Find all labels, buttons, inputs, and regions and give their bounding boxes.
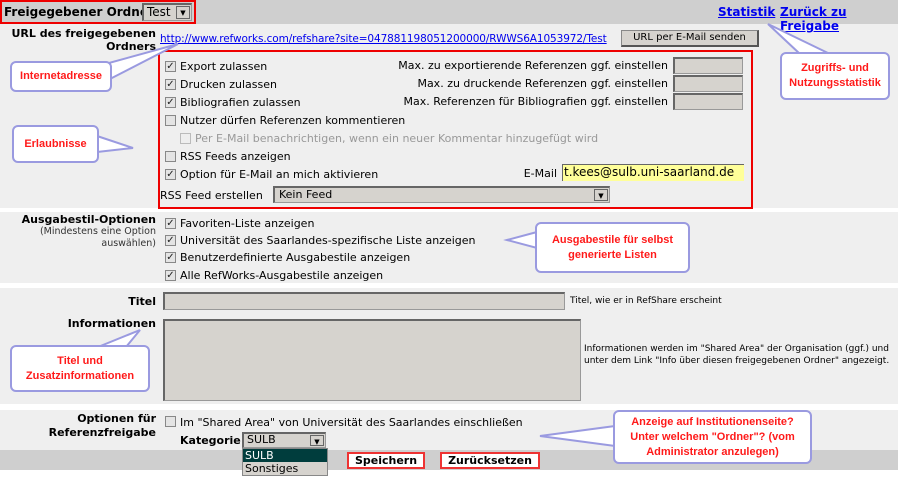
permission-checkbox[interactable]: ✓ [165,169,176,180]
category-option-sonstiges[interactable]: Sonstiges [245,462,299,475]
rss-label: RSS Feed erstellen [160,189,263,202]
permission-label: Nutzer dürfen Referenzen kommentieren [180,114,406,127]
rss-select-value: Kein Feed [279,188,333,201]
permission-checkbox[interactable] [165,151,176,162]
tail-stats [767,23,831,55]
category-option-sulb[interactable]: SULB [243,449,327,462]
folder-select-value: Test [147,5,171,19]
include-label: Im "Shared Area" von Universität des Saa… [180,416,523,429]
max-bib-input[interactable] [673,93,743,110]
category-dropdown: SULB Sonstiges [242,448,328,476]
callout-institution: Anzeige auf Institutionenseite? Unter we… [613,410,812,464]
max-export-label: Max. zu exportierende Referenzen ggf. ei… [398,59,668,72]
reset-button[interactable]: Zurücksetzen [440,452,540,469]
style-option-checkbox[interactable]: ✓ [165,252,176,263]
email-label: E-Mail [523,167,557,180]
permission-label: Per E-Mail benachrichtigen, wenn ein neu… [195,132,599,145]
category-select-value: SULB [247,433,276,446]
permission-checkbox[interactable] [180,133,191,144]
max-bib-label: Max. Referenzen für Bibliografien ggf. e… [403,95,668,108]
chevron-down-icon: ▼ [594,189,608,201]
include-checkbox[interactable] [165,416,176,427]
permission-label: Bibliografien zulassen [180,96,301,109]
permission-checkbox[interactable]: ✓ [165,97,176,108]
folder-select[interactable]: Test ▼ [142,3,192,21]
permission-label: Drucken zulassen [180,78,277,91]
style-option-checkbox[interactable]: ✓ [165,235,176,246]
category-label: Kategorie [180,434,241,447]
save-button[interactable]: Speichern [347,452,425,469]
title-hint: Titel, wie er in RefShare erscheint [570,296,722,306]
callout-styles: Ausgabestile für selbst generierte Liste… [535,222,690,273]
style-option-label: Benutzerdefinierte Ausgabestile anzeigen [180,251,411,264]
callout-internet: Internetadresse [10,61,112,92]
permission-label: Export zulassen [180,60,268,73]
chevron-down-icon: ▼ [310,435,324,446]
style-option-label: Alle RefWorks-Ausgabestile anzeigen [180,269,384,282]
callout-title: Titel und Zusatzinformationen [10,345,150,392]
style-option-checkbox[interactable]: ✓ [165,270,176,281]
info-textarea[interactable] [163,319,581,401]
info-hint: Informationen werden im "Shared Area" de… [584,344,890,366]
url-label-line2: Ordners [106,40,156,53]
url-label-line1: URL des freigegebenen [11,27,156,40]
tail-perm [96,134,134,154]
permission-checkbox[interactable]: ✓ [165,61,176,72]
callout-permissions: Erlaubnisse [12,125,99,163]
share-url-link[interactable]: http://www.refworks.com/refshare?site=04… [160,33,607,45]
styles-label: Ausgabestil-Optionen [21,213,156,226]
tail-styles [503,230,538,250]
section-styles [0,212,898,283]
statistik-link[interactable]: Statistik [718,5,776,19]
permission-checkbox[interactable]: ✓ [165,79,176,90]
tail-inst [539,424,616,448]
style-option-label: Favoriten-Liste anzeigen [180,217,315,230]
title-input[interactable] [163,292,565,310]
rss-select[interactable]: Kein Feed ▼ [273,186,610,203]
permission-checkbox[interactable] [165,115,176,126]
permissions-highlight [158,50,753,209]
title-label: Titel [128,295,156,308]
sharing-label-line1: Optionen für [77,412,156,425]
max-print-input[interactable] [673,75,743,92]
styles-hint: (Mindestens eine Option auswählen) [39,226,156,249]
sharing-label-line2: Referenzfreigabe [48,426,156,439]
permission-label: Option für E-Mail an mich aktivieren [180,168,379,181]
chevron-down-icon: ▼ [176,6,190,19]
permission-label: RSS Feeds anzeigen [180,150,291,163]
callout-stats: Zugriffs- und Nutzungsstatistik [780,52,890,100]
send-url-button[interactable]: URL per E-Mail senden [621,30,759,47]
max-export-input[interactable] [673,57,743,74]
folder-label: Freigegebener Ordner [4,5,154,19]
max-print-label: Max. zu druckende Referenzen ggf. einste… [417,77,668,90]
info-label: Informationen [67,317,156,330]
folder-highlight [0,0,196,24]
category-select[interactable]: SULB ▼ [242,432,326,448]
email-input[interactable]: t.kees@sulb.uni-saarland.de [562,164,744,181]
back-link[interactable]: Zurück zu Freigabe [780,5,847,33]
style-option-checkbox[interactable]: ✓ [165,218,176,229]
style-option-label: Universität des Saarlandes-spezifische L… [180,234,476,247]
